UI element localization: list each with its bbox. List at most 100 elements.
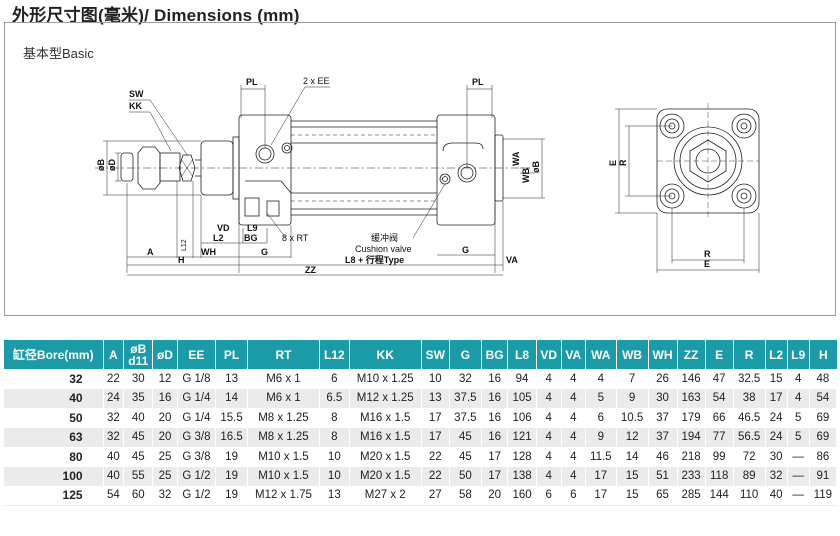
- label-phi-b-rear: øB: [531, 161, 541, 173]
- column-header-label: L9: [791, 347, 806, 362]
- table-cell: 26: [649, 369, 678, 389]
- label-wb: WB: [521, 168, 531, 183]
- column-header-label: WA: [591, 347, 611, 362]
- table-cell: M27 x 2: [349, 486, 422, 506]
- cylinder-drawing: SW KK øB øD PL 2 x EE PL WA WB øB VD L9 …: [95, 76, 760, 276]
- table-cell: 32: [103, 427, 125, 447]
- table-cell: 30: [648, 388, 678, 408]
- column-header: WH: [648, 340, 678, 369]
- label-phi-d: øD: [107, 159, 117, 171]
- table-cell: 22: [421, 466, 450, 486]
- table-cell: 17: [421, 427, 450, 447]
- table-cell: 24: [766, 408, 788, 428]
- label-bg: BG: [244, 233, 258, 243]
- table-cell: 9: [616, 388, 649, 408]
- column-header-label: A: [109, 347, 118, 362]
- table-cell: 13: [216, 369, 248, 389]
- rod-thread: [120, 152, 134, 182]
- table-cell: 48: [810, 369, 837, 389]
- label-r-vertical: R: [618, 159, 628, 166]
- label-l2: L2: [213, 233, 224, 243]
- table-cell: 17: [481, 466, 509, 486]
- column-header-label: øB: [130, 341, 147, 356]
- column-header: L2: [765, 340, 788, 369]
- table-cell: 8: [319, 427, 350, 447]
- table-cell: 6: [586, 408, 617, 428]
- table-cell: 4: [562, 369, 586, 389]
- table-cell: 17: [482, 447, 509, 467]
- column-header-sublabel: d11: [128, 353, 149, 368]
- table-cell: 119: [809, 486, 837, 506]
- table-cell: 91: [809, 466, 837, 486]
- column-header-label: KK: [376, 347, 394, 362]
- column-header: VA: [561, 340, 586, 369]
- table-cell: 10: [422, 369, 450, 389]
- column-header: øD: [153, 340, 178, 369]
- table-cell: —: [788, 447, 810, 467]
- table-cell: 6: [561, 486, 586, 506]
- column-header-label: E: [715, 347, 724, 362]
- label-kk: KK: [129, 101, 142, 111]
- table-cell: 6: [320, 369, 350, 389]
- table-cell: 51: [648, 466, 678, 486]
- column-header-label: H: [819, 347, 828, 362]
- table-cell: 54: [705, 388, 734, 408]
- table-cell: 35: [124, 388, 154, 408]
- table-cell: 4: [536, 466, 562, 486]
- drawing-subtitle: 基本型Basic: [23, 46, 94, 61]
- column-header: PL: [216, 340, 248, 369]
- table-cell: 218: [678, 447, 706, 467]
- column-header-label: EE: [188, 347, 205, 362]
- table-cell: 16: [481, 427, 509, 447]
- column-header: KK: [349, 340, 422, 369]
- table-cell: 22: [104, 369, 125, 389]
- column-header: 缸径Bore(mm): [4, 340, 104, 369]
- table-cell: 89: [733, 466, 766, 486]
- table-cell: 32: [450, 369, 482, 389]
- table-cell: M12 x 1.75: [247, 486, 320, 506]
- table-cell: 45: [124, 427, 154, 447]
- table-cell: 69: [809, 427, 837, 447]
- table-cell: 65: [648, 486, 678, 506]
- table-cell: 4: [536, 388, 562, 408]
- table-cell: 32: [765, 466, 788, 486]
- dimension-drawing-panel: 基本型Basic: [4, 22, 836, 316]
- table-cell: 20: [153, 408, 178, 428]
- column-header-label: ZZ: [683, 347, 699, 362]
- table-cell: M8 x 1.25: [248, 408, 320, 428]
- table-cell: 4: [788, 369, 810, 389]
- table-cell: 60: [124, 486, 154, 506]
- table-cell: 37.5: [449, 388, 482, 408]
- column-header-label: L8: [515, 347, 530, 362]
- table-cell: 46.5: [734, 408, 766, 428]
- table-cell: 6.5: [319, 388, 350, 408]
- bore-cell: 125: [4, 486, 104, 506]
- table-cell: 15: [766, 369, 788, 389]
- label-va: VA: [506, 255, 518, 265]
- column-header-label: VA: [565, 347, 582, 362]
- table-cell: 66: [706, 408, 734, 428]
- table-cell: G 1/2: [177, 486, 217, 506]
- table-cell: 4: [562, 408, 586, 428]
- table-cell: 14: [216, 388, 248, 408]
- label-pl-rear: PL: [472, 77, 484, 87]
- table-cell: 146: [678, 369, 706, 389]
- label-r-horizontal: R: [704, 249, 711, 259]
- table-cell: 14: [617, 447, 649, 467]
- column-header: BG: [481, 340, 509, 369]
- table-cell: 194: [677, 427, 706, 447]
- table-cell: G 3/8: [178, 447, 217, 467]
- table-cell: 138: [508, 466, 537, 486]
- table-cell: 20: [481, 486, 509, 506]
- table-cell: M20 x 1.5: [350, 447, 422, 467]
- label-wa: WA: [511, 151, 521, 166]
- table-cell: 6: [536, 486, 562, 506]
- column-header-label: VD: [540, 347, 557, 362]
- bore-cell: 50: [4, 408, 104, 428]
- table-cell: 4: [562, 447, 586, 467]
- table-cell: 163: [677, 388, 706, 408]
- table-cell: 72: [734, 447, 766, 467]
